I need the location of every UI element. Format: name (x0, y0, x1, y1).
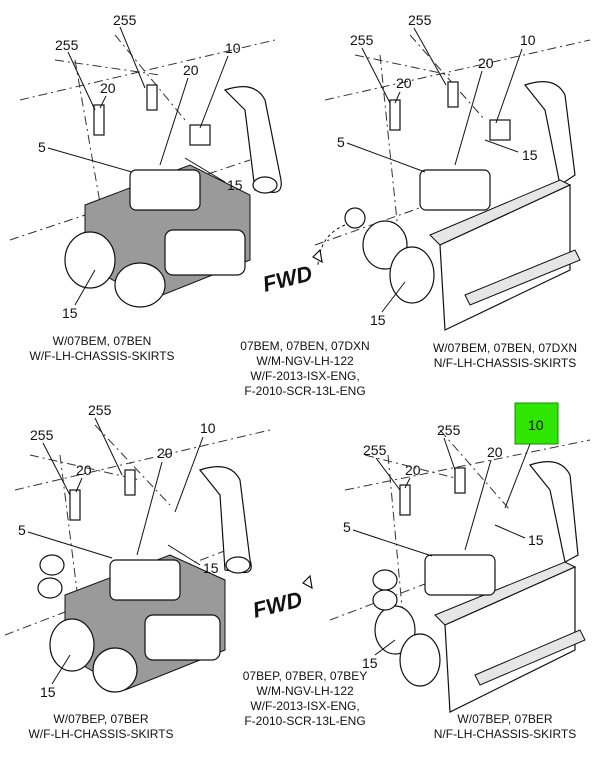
note-line-1: 07BEP, 07BER, 07BEY (243, 669, 368, 683)
note-line-2: W/M-NGV-LH-122 (256, 684, 354, 698)
callouts-bottom-left: 255 255 10 20 20 5 15 15 (18, 402, 219, 700)
callouts-bottom-right: 255 255 10 20 20 5 15 15 (343, 402, 559, 671)
callout-10: 10 (200, 420, 216, 436)
callout-20: 20 (183, 62, 199, 78)
callout-10: 10 (520, 32, 536, 48)
caption-line-2: W/F-LH-CHASSIS-SKIRTS (28, 727, 173, 741)
caption-line-1: W/07BEP, 07BER (457, 712, 552, 726)
callout-20: 20 (157, 445, 173, 461)
callout-5: 5 (337, 134, 345, 150)
callout-20: 20 (76, 462, 92, 478)
callout-10: 10 (225, 40, 241, 56)
callouts-top-right: 255 255 10 20 20 5 15 15 (337, 12, 538, 328)
callout-20: 20 (487, 444, 503, 460)
chassis-skirt-assembly (372, 554, 586, 713)
callout-255: 255 (113, 12, 137, 28)
note-line-4: F-2010-SCR-13L-ENG (244, 714, 365, 728)
callout-255: 255 (363, 442, 387, 458)
callout-10: 10 (528, 417, 544, 433)
callout-5: 5 (38, 139, 46, 155)
caption-line-1: W/07BEM, 07BEN (53, 334, 152, 348)
callout-15: 15 (62, 305, 78, 321)
callout-20: 20 (396, 75, 412, 91)
center-note-top: 07BEM, 07BEN, 07DXN W/M-NGV-LH-122 W/F-2… (240, 339, 369, 398)
highlight-box-10[interactable] (514, 402, 559, 445)
bracket-20 (399, 467, 466, 516)
callouts-top-left: 255 255 10 20 20 5 15 15 (38, 12, 243, 321)
callout-255: 255 (350, 32, 374, 48)
panel-bottom-left: 255 255 10 20 20 5 15 15 W/07BEP, 07BER … (4, 402, 271, 741)
chassis-skirt-assembly (362, 119, 581, 331)
exhaust-pipe (523, 81, 576, 186)
caption-line-1: W/07BEP, 07BER (53, 712, 148, 726)
note-line-4: F-2010-SCR-13L-ENG (244, 384, 365, 398)
callout-255: 255 (55, 37, 79, 53)
bracket-20 (389, 81, 459, 131)
panel-top-right: 255 255 10 20 20 5 15 15 W/07BEM, 07BEN,… (314, 12, 591, 370)
exhaust-pipe (528, 461, 579, 563)
note-line-3: W/F-2013-ISX-ENG, (250, 369, 359, 383)
callout-255: 255 (408, 12, 432, 28)
panel-bottom-right: 255 255 10 20 20 5 15 15 W/07BEP, 07BER … (329, 402, 591, 741)
note-line-3: W/F-2013-ISX-ENG, (250, 699, 359, 713)
callout-15: 15 (522, 147, 538, 163)
aftertreatment-assembly (64, 124, 251, 308)
callout-15: 15 (203, 560, 219, 576)
caption-line-2: N/F-LH-CHASSIS-SKIRTS (434, 727, 576, 741)
fwd-arrow: FWD (250, 574, 313, 623)
callout-15: 15 (370, 312, 386, 328)
callout-255: 255 (30, 427, 54, 443)
note-line-2: W/M-NGV-LH-122 (256, 354, 354, 368)
callout-20: 20 (100, 80, 116, 96)
caption-line-2: N/F-LH-CHASSIS-SKIRTS (434, 356, 576, 370)
callout-15: 15 (362, 655, 378, 671)
callout-255: 255 (88, 402, 112, 418)
fwd-arrow: FWD (260, 248, 323, 297)
disconnected-clamp (317, 207, 366, 266)
callout-20: 20 (478, 55, 494, 71)
callout-5: 5 (18, 522, 26, 538)
callout-255: 255 (437, 422, 461, 438)
callout-15: 15 (528, 532, 544, 548)
panel-top-left: 255 255 10 20 20 5 15 15 W/07BEM, 07BEN … (9, 12, 282, 363)
note-line-1: 07BEM, 07BEN, 07DXN (240, 339, 369, 353)
caption-line-1: W/07BEM, 07BEN, 07DXN (433, 341, 577, 355)
aftertreatment-assembly (37, 554, 226, 693)
callout-20: 20 (405, 462, 421, 478)
exhaust-pipe (223, 86, 282, 194)
callout-15: 15 (227, 177, 243, 193)
fwd-label: FWD (260, 260, 315, 296)
caption-line-2: W/F-LH-CHASSIS-SKIRTS (29, 349, 174, 363)
bracket-20 (93, 84, 158, 136)
callout-15: 15 (40, 684, 56, 700)
exhaust-pipe (198, 466, 252, 574)
bracket-20 (69, 469, 136, 521)
fwd-label: FWD (250, 586, 305, 622)
callout-5: 5 (343, 519, 351, 535)
center-note-bottom: 07BEP, 07BER, 07BEY W/M-NGV-LH-122 W/F-2… (243, 669, 368, 728)
